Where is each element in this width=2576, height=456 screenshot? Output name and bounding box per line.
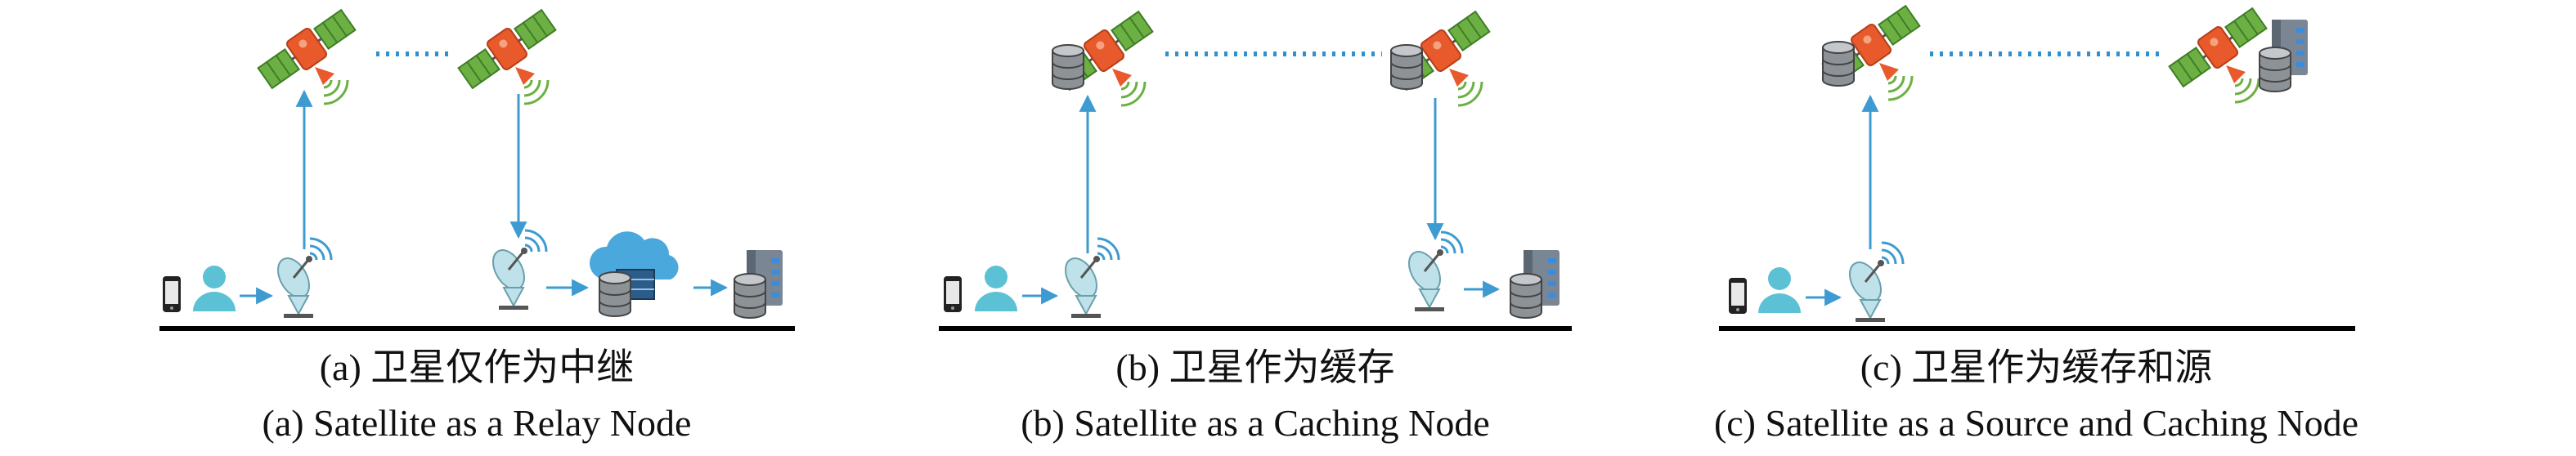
database-icon xyxy=(1510,273,1542,319)
user-icon xyxy=(193,266,236,311)
panel-a-caption-cn: (a) 卫星仅作为中继 xyxy=(319,346,635,388)
panel-b-caption-cn: (b) 卫星作为缓存 xyxy=(1115,346,1395,388)
user-icon xyxy=(1758,267,1801,313)
ground-station-icon xyxy=(485,229,548,311)
panel-b-caption-en: (b) Satellite as a Caching Node xyxy=(1021,402,1490,444)
ground-station-icon xyxy=(1842,241,1905,324)
panel-a-caption-en: (a) Satellite as a Relay Node xyxy=(262,402,692,444)
panel-c xyxy=(1719,0,2355,331)
database-icon xyxy=(599,271,631,317)
user-icon xyxy=(975,266,1017,311)
database-icon xyxy=(1390,44,1423,90)
ground-station-icon xyxy=(270,237,333,320)
panel-a xyxy=(159,4,795,331)
database-icon xyxy=(2259,47,2291,92)
panel-b xyxy=(939,6,1572,331)
satellite-icon xyxy=(2165,2,2271,104)
database-icon xyxy=(734,273,766,319)
ground-station-icon xyxy=(1057,237,1120,320)
panel-c-caption-cn: (c) 卫星作为缓存和源 xyxy=(1860,346,2213,388)
database-icon xyxy=(1822,41,1855,87)
satellite-icon xyxy=(254,4,360,105)
ground-station-icon xyxy=(1401,230,1464,313)
phone-icon xyxy=(1729,278,1747,314)
satellite-icon xyxy=(454,4,560,105)
phone-icon xyxy=(163,276,181,312)
database-icon xyxy=(1052,44,1084,90)
panel-c-caption-en: (c) Satellite as a Source and Caching No… xyxy=(1713,402,2359,444)
phone-icon xyxy=(944,276,962,312)
